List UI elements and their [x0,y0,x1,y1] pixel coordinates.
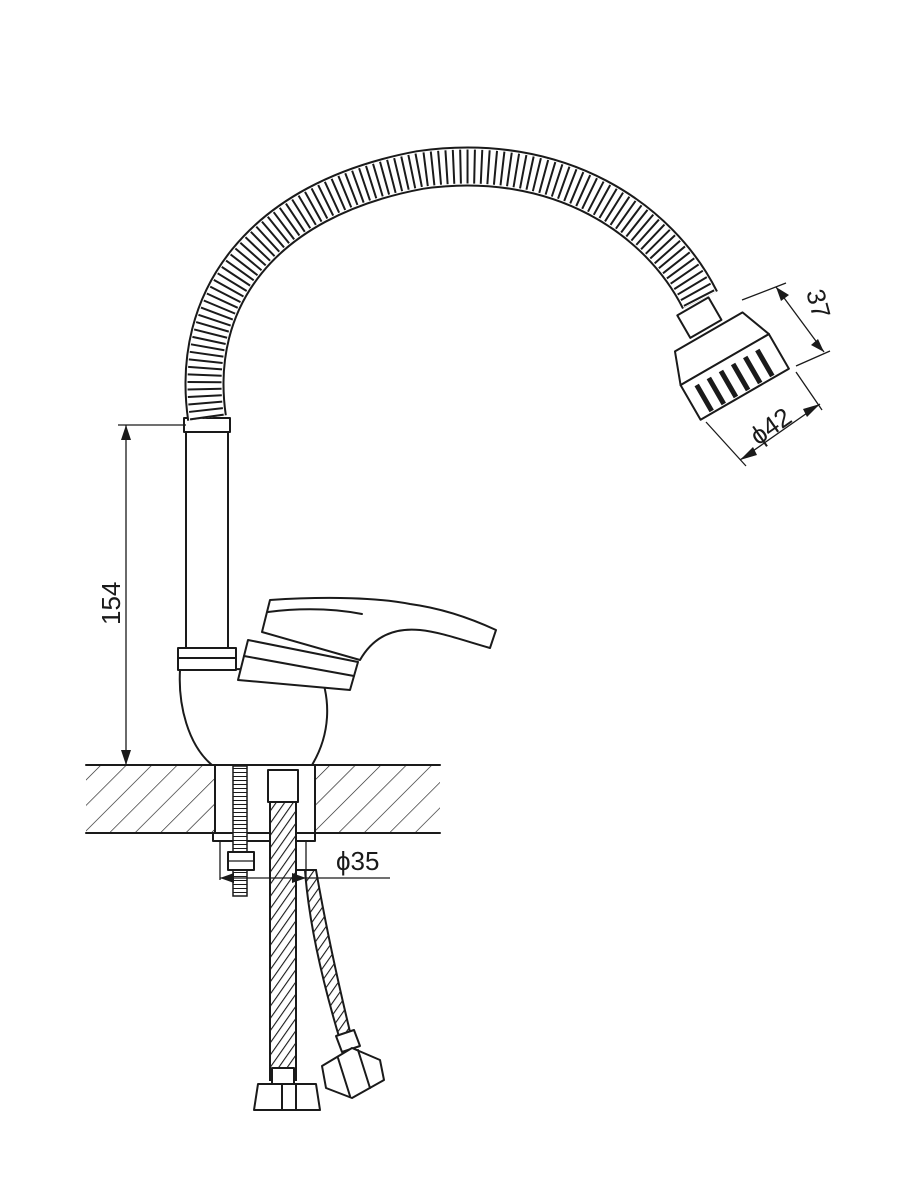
dimension-base-diameter: ϕ35 [220,841,390,883]
countertop-section [85,764,441,834]
flexible-spout [184,146,718,421]
hose-nut-right [321,1029,385,1099]
head-height-label: 37 [800,286,836,322]
lever-handle [261,596,497,661]
spout-height-label: 154 [96,582,126,625]
supply-hoses [253,769,385,1111]
base-diameter-label: ϕ35 [336,846,379,876]
dimension-spout-height: 154 [96,424,186,765]
hose-nut-left [253,1067,321,1111]
spray-head [673,296,790,421]
head-diameter-label: ϕ42 [744,401,797,451]
faucet-body [177,417,359,766]
